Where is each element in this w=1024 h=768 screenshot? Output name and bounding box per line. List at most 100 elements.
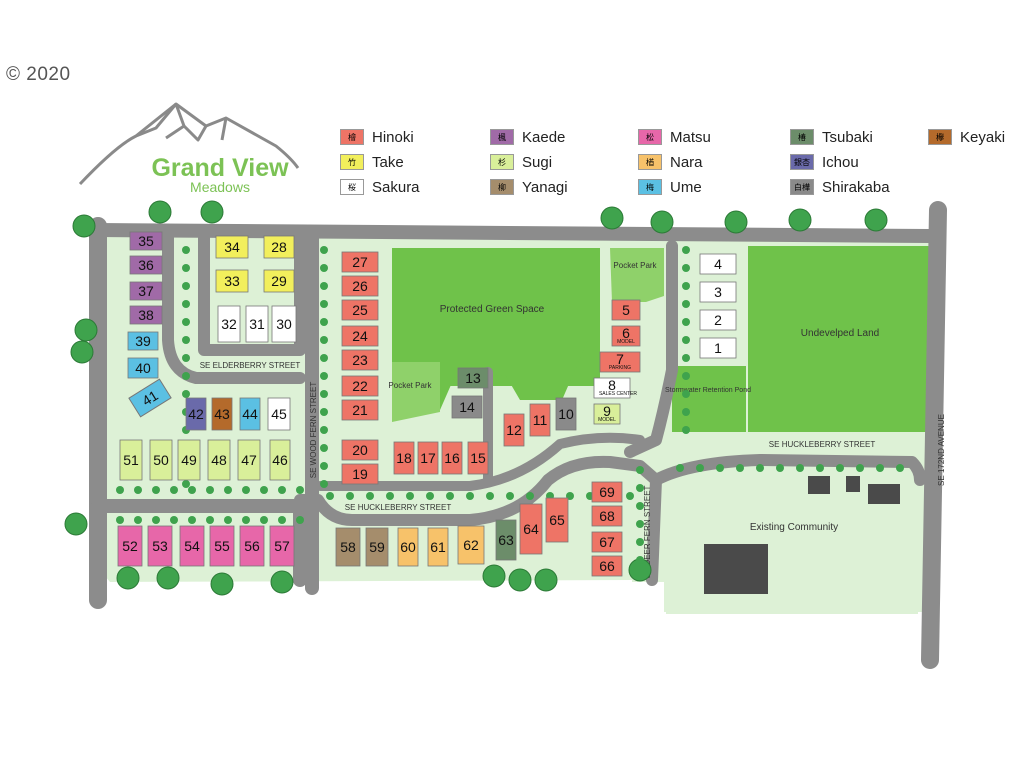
lot-2[interactable]: 2 — [699, 309, 737, 331]
lot-11[interactable]: 11 — [529, 403, 551, 437]
lot-10[interactable]: 10 — [555, 397, 577, 431]
huckleberry-street-east-label: SE HUCKLEBERRY STREET — [769, 440, 876, 449]
lot-15[interactable]: 15 — [467, 441, 489, 475]
lot-19[interactable]: 19 — [341, 463, 379, 485]
lot-number: 41 — [139, 387, 161, 409]
lot-4[interactable]: 4 — [699, 253, 737, 275]
hedge-icon — [182, 390, 190, 398]
lot-20[interactable]: 20 — [341, 439, 379, 461]
lot-16[interactable]: 16 — [441, 441, 463, 475]
tree-icon — [74, 318, 98, 342]
lot-50[interactable]: 50 — [149, 439, 173, 481]
lot-60[interactable]: 60 — [397, 527, 419, 567]
lot-62[interactable]: 62 — [457, 525, 485, 565]
hedge-icon — [170, 486, 178, 494]
mountain-icon — [78, 102, 300, 186]
lot-12[interactable]: 12 — [503, 413, 525, 447]
lot-25[interactable]: 25 — [341, 299, 379, 321]
lot-31[interactable]: 31 — [245, 305, 269, 343]
lot-24[interactable]: 24 — [341, 325, 379, 347]
lot-40[interactable]: 40 — [127, 357, 159, 379]
legend-label: Take — [372, 153, 404, 171]
pocket-park-west-label: Pocket Park — [388, 381, 432, 390]
lot-65[interactable]: 65 — [545, 497, 569, 543]
lot-52[interactable]: 52 — [117, 525, 143, 567]
legend-label: Sakura — [372, 178, 420, 196]
lot-38[interactable]: 38 — [129, 305, 163, 325]
lot-58[interactable]: 58 — [335, 527, 361, 567]
lot-45[interactable]: 45 — [267, 397, 291, 431]
lot-34[interactable]: 34 — [215, 235, 249, 259]
lot-21[interactable]: 21 — [341, 399, 379, 421]
hedge-icon — [182, 264, 190, 272]
hedge-icon — [320, 444, 328, 452]
lot-number: 63 — [498, 532, 514, 548]
lot-5[interactable]: 5 — [611, 299, 641, 321]
lot-48[interactable]: 48 — [207, 439, 231, 481]
community-house-1 — [808, 476, 830, 494]
lot-53[interactable]: 53 — [147, 525, 173, 567]
lot-47[interactable]: 47 — [237, 439, 261, 481]
lot-23[interactable]: 23 — [341, 349, 379, 371]
lot-29[interactable]: 29 — [263, 269, 295, 293]
lot-number: 34 — [224, 239, 240, 255]
hedge-icon — [134, 486, 142, 494]
lot-14[interactable]: 14 — [451, 395, 483, 419]
lot-55[interactable]: 55 — [209, 525, 235, 567]
lot-49[interactable]: 49 — [177, 439, 201, 481]
lot-number: 26 — [352, 278, 368, 294]
lot-63[interactable]: 63 — [495, 519, 517, 561]
lot-number: 5 — [622, 302, 630, 318]
tree-icon — [534, 568, 558, 592]
lot-56[interactable]: 56 — [239, 525, 265, 567]
legend-swatch: 竹 — [340, 154, 364, 170]
lot-3[interactable]: 3 — [699, 281, 737, 303]
lot-17[interactable]: 17 — [417, 441, 439, 475]
lot-number: 53 — [152, 538, 168, 554]
lot-54[interactable]: 54 — [179, 525, 205, 567]
legend-label: Kaede — [522, 128, 566, 146]
lot-33[interactable]: 33 — [215, 269, 249, 293]
lot-68[interactable]: 68 — [591, 505, 623, 527]
lot-41[interactable]: 41 — [128, 378, 172, 418]
lot-36[interactable]: 36 — [129, 255, 163, 275]
hedge-icon — [626, 492, 634, 500]
lot-39[interactable]: 39 — [127, 331, 159, 351]
lot-30[interactable]: 30 — [271, 305, 297, 343]
lot-61[interactable]: 61 — [427, 527, 449, 567]
lot-18[interactable]: 18 — [393, 441, 415, 475]
lot-28[interactable]: 28 — [263, 235, 295, 259]
lot-67[interactable]: 67 — [591, 531, 623, 553]
lot-13[interactable]: 13 — [457, 367, 489, 389]
lot-57[interactable]: 57 — [269, 525, 295, 567]
lot-66[interactable]: 66 — [591, 555, 623, 577]
lot-number: 60 — [400, 539, 416, 555]
lot-46[interactable]: 46 — [269, 439, 291, 481]
lot-number: 62 — [463, 537, 479, 553]
lot-69[interactable]: 69 — [591, 481, 623, 503]
lot-27[interactable]: 27 — [341, 251, 379, 273]
lot-51[interactable]: 51 — [119, 439, 143, 481]
undeveloped-label: Undevelped Land — [801, 328, 879, 339]
lot-43[interactable]: 43 — [211, 397, 233, 431]
lot-note: MODEL — [598, 417, 616, 423]
lot-number: 3 — [714, 284, 722, 300]
lot-26[interactable]: 26 — [341, 275, 379, 297]
logo-subtitle: Meadows — [190, 179, 250, 195]
lot-35[interactable]: 35 — [129, 231, 163, 251]
lot-32[interactable]: 32 — [217, 305, 241, 343]
lot-59[interactable]: 59 — [365, 527, 389, 567]
legend-label: Shirakaba — [822, 178, 890, 196]
lot-42[interactable]: 42 — [185, 397, 207, 431]
hedge-icon — [696, 464, 704, 472]
lot-64[interactable]: 64 — [519, 503, 543, 555]
lot-22[interactable]: 22 — [341, 375, 379, 397]
lot-1[interactable]: 1 — [699, 337, 737, 359]
lot-37[interactable]: 37 — [129, 281, 163, 301]
lot-44[interactable]: 44 — [239, 397, 261, 431]
